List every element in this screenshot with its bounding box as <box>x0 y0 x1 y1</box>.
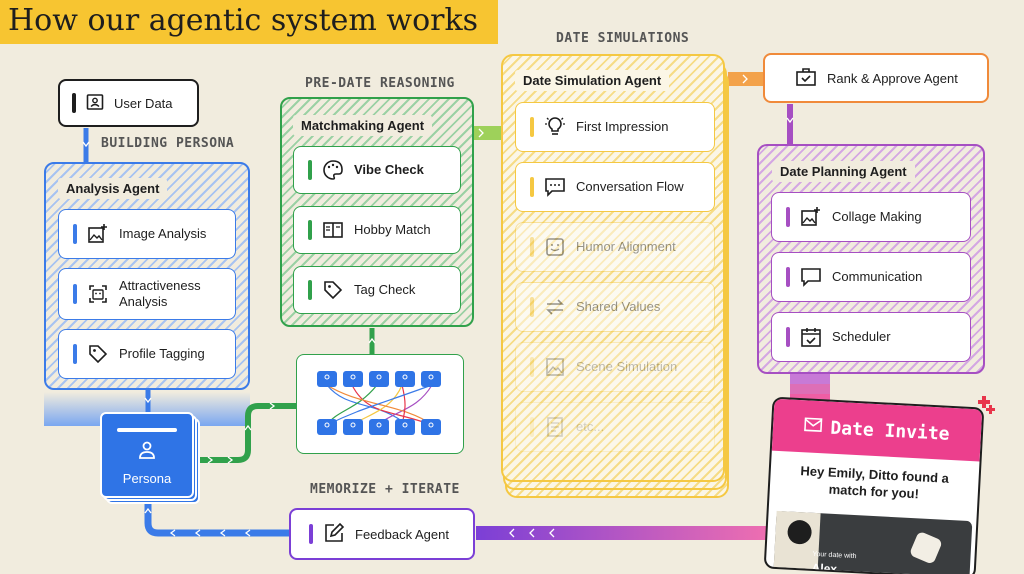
date-planning-agent-title: Date Planning Agent <box>772 161 915 182</box>
persona-divider <box>117 428 177 432</box>
item-bar <box>530 417 534 437</box>
item-bar <box>308 280 312 300</box>
item-label: Conversation Flow <box>576 179 684 194</box>
item-label: Scene Simulation <box>576 359 678 374</box>
matchmaking-item-vibe-check[interactable]: Vibe Check <box>293 146 461 194</box>
persona-card[interactable]: Persona <box>100 412 200 504</box>
date-sim-item-etc[interactable]: etc... <box>515 402 715 452</box>
edit-icon <box>323 522 345 547</box>
date-invite-message: Hey Emily, Ditto found a match for you! <box>800 463 950 502</box>
matching-network <box>296 354 464 454</box>
item-bar <box>308 220 312 240</box>
palette-icon <box>322 159 344 181</box>
section-label-pre-date-reasoning: PRE-DATE REASONING <box>305 76 455 91</box>
date-sim-item-humor-alignment[interactable]: Humor Alignment <box>515 222 715 272</box>
item-bar <box>530 237 534 257</box>
photo-dove <box>908 530 943 565</box>
date-planning-item-collage[interactable]: Collage Making <box>771 192 971 242</box>
item-bar <box>73 344 77 364</box>
date-invite-caption: Your date with <box>812 550 857 561</box>
date-invite-card[interactable]: Date Invite Hey Emily, Ditto found a mat… <box>763 396 985 574</box>
item-label: Hobby Match <box>354 222 431 237</box>
analysis-item-profile-tagging[interactable]: Profile Tagging <box>58 329 236 379</box>
chat-icon <box>800 266 822 288</box>
analysis-item-image-analysis[interactable]: Image Analysis <box>58 209 236 259</box>
rank-approve-agent-box[interactable]: Rank & Approve Agent <box>763 53 989 103</box>
id-card-icon <box>86 93 104 114</box>
item-label: Communication <box>832 269 923 284</box>
smile-icon <box>544 236 566 258</box>
user-data-label: User Data <box>114 95 173 111</box>
user-data-box[interactable]: User Data <box>58 79 199 127</box>
date-sim-item-conversation-flow[interactable]: Conversation Flow <box>515 162 715 212</box>
matchmaking-item-hobby-match[interactable]: Hobby Match <box>293 206 461 254</box>
network-graph-icon <box>317 371 441 435</box>
date-sim-item-first-impression[interactable]: First Impression <box>515 102 715 152</box>
item-label: First Impression <box>576 119 669 134</box>
item-bar <box>786 267 790 287</box>
analysis-item-attractiveness[interactable]: Attractiveness Analysis <box>58 268 236 320</box>
lightbulb-icon <box>544 116 566 138</box>
feedback-agent-label: Feedback Agent <box>355 526 449 542</box>
item-label: Vibe Check <box>354 162 424 177</box>
analysis-agent-title: Analysis Agent <box>58 178 168 199</box>
item-label: Profile Tagging <box>119 346 205 361</box>
briefcase-check-icon <box>795 66 817 91</box>
item-label: Shared Values <box>576 299 661 314</box>
item-bar <box>308 160 312 180</box>
item-bar <box>530 177 534 197</box>
date-planning-item-communication[interactable]: Communication <box>771 252 971 302</box>
item-bar <box>73 224 77 244</box>
chat-icon <box>544 176 566 198</box>
date-invite-header: Date Invite <box>771 398 983 462</box>
item-bar <box>73 284 77 304</box>
document-icon <box>544 416 566 438</box>
item-bar <box>786 207 790 227</box>
section-label-building-persona: BUILDING PERSONA <box>101 136 235 151</box>
matchmaking-agent-title: Matchmaking Agent <box>293 115 433 136</box>
user-data-bar <box>72 93 76 113</box>
rank-approve-label: Rank & Approve Agent <box>827 70 958 86</box>
matchmaking-item-tag-check[interactable]: Tag Check <box>293 266 461 314</box>
item-label: Tag Check <box>354 282 416 297</box>
item-bar <box>530 357 534 377</box>
date-sim-item-shared-values[interactable]: Shared Values <box>515 282 715 332</box>
item-label: etc... <box>576 419 605 434</box>
item-label: Attractiveness Analysis <box>119 278 201 309</box>
person-icon <box>138 440 156 465</box>
face-scan-icon <box>87 283 109 305</box>
date-sim-item-scene-simulation[interactable]: Scene Simulation <box>515 342 715 392</box>
feedback-bar <box>309 524 313 544</box>
image-sparkle-icon <box>87 223 109 245</box>
section-label-date-simulations: DATE SIMULATIONS <box>556 31 690 46</box>
feedback-agent-box[interactable]: Feedback Agent <box>289 508 475 560</box>
page-title: How our agentic system works <box>8 3 479 38</box>
mail-icon <box>804 416 823 438</box>
item-label: Image Analysis <box>119 226 207 241</box>
item-bar <box>530 297 534 317</box>
image-sparkle-icon <box>800 206 822 228</box>
tag-icon <box>87 343 109 365</box>
title-banner <box>0 0 498 44</box>
date-planning-item-scheduler[interactable]: Scheduler <box>771 312 971 362</box>
date-simulation-agent-title: Date Simulation Agent <box>515 70 670 91</box>
image-icon <box>544 356 566 378</box>
date-photo: Your date with Alex <box>773 510 973 574</box>
tag-icon <box>322 279 344 301</box>
swap-icon <box>544 296 566 318</box>
item-bar <box>786 327 790 347</box>
date-invite-title: Date Invite <box>829 417 951 445</box>
item-label: Scheduler <box>832 329 891 344</box>
item-label: Humor Alignment <box>576 239 676 254</box>
calendar-check-icon <box>800 326 822 348</box>
section-label-memorize-iterate: MEMORIZE + ITERATE <box>310 482 460 497</box>
book-icon <box>322 219 344 241</box>
item-label: Collage Making <box>832 209 922 224</box>
persona-card-front: Persona <box>100 412 194 498</box>
item-bar <box>530 117 534 137</box>
persona-label: Persona <box>122 471 172 486</box>
